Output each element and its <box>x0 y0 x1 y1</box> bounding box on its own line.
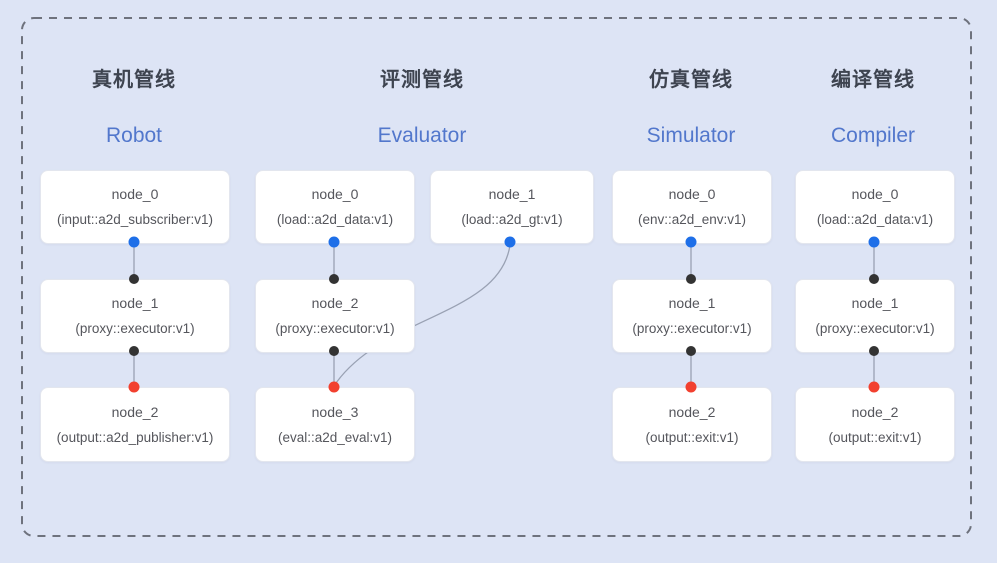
port-blue-output-icon <box>685 236 697 248</box>
node-name: node_2 <box>668 403 716 420</box>
node-box-robot-n1: node_1 (proxy::executor:v1) <box>40 279 230 353</box>
node-box-robot-n0: node_0 (input::a2d_subscriber:v1) <box>40 170 230 244</box>
port-black-input-icon <box>329 274 339 284</box>
node-box-evaluator-n1: node_1 (load::a2d_gt:v1) <box>430 170 594 244</box>
node-type: (input::a2d_subscriber:v1) <box>56 212 214 227</box>
node-name: node_1 <box>488 186 536 202</box>
node-name: node_2 <box>311 295 359 311</box>
node-name: node_1 <box>111 295 159 311</box>
node-name: node_0 <box>668 186 716 202</box>
node-type: (output::exit:v1) <box>645 429 739 445</box>
port-black-input-icon <box>869 274 879 284</box>
node-type: (env::a2d_env:v1) <box>637 212 747 227</box>
port-black-input-icon <box>129 274 139 284</box>
node-name: node_2 <box>111 403 159 420</box>
edge-evaluator-n1-n3 <box>335 244 511 384</box>
port-red-input-icon <box>868 381 880 393</box>
node-name: node_0 <box>311 186 359 202</box>
pipeline-title-en-compiler: Compiler <box>830 124 916 147</box>
pipeline-title-en-evaluator: Evaluator <box>377 124 467 147</box>
port-red-input-icon <box>685 381 697 393</box>
dashed-frame <box>21 17 972 537</box>
node-name: node_2 <box>851 403 899 420</box>
node-name: node_1 <box>668 295 716 311</box>
node-box-evaluator-n3: node_3 (eval::a2d_eval:v1) <box>255 387 415 462</box>
node-type: (proxy::executor:v1) <box>275 321 395 336</box>
port-red-input-icon <box>128 381 140 393</box>
pipeline-title-en-simulator: Simulator <box>646 124 736 147</box>
node-type: (proxy::executor:v1) <box>815 321 935 336</box>
node-type: (proxy::executor:v1) <box>75 321 195 336</box>
port-blue-output-icon <box>504 236 516 248</box>
port-blue-output-icon <box>868 236 880 248</box>
port-red-input-icon <box>328 381 340 393</box>
port-black-output-icon <box>869 346 879 356</box>
node-box-robot-n2: node_2 (output::a2d_publisher:v1) <box>40 387 230 462</box>
node-box-compiler-n2: node_2 (output::exit:v1) <box>795 387 955 462</box>
node-box-simulator-n0: node_0 (env::a2d_env:v1) <box>612 170 772 244</box>
port-black-output-icon <box>686 346 696 356</box>
node-name: node_0 <box>111 186 159 202</box>
port-black-output-icon <box>129 346 139 356</box>
node-type: (load::a2d_gt:v1) <box>461 212 563 227</box>
node-name: node_3 <box>311 403 359 420</box>
node-type: (proxy::executor:v1) <box>632 321 752 336</box>
node-type: (output::exit:v1) <box>828 429 922 445</box>
pipeline-title-cn-robot: 真机管线 <box>92 69 176 91</box>
node-box-evaluator-n0: node_0 (load::a2d_data:v1) <box>255 170 415 244</box>
port-blue-output-icon <box>128 236 140 248</box>
node-box-simulator-n2: node_2 (output::exit:v1) <box>612 387 772 462</box>
port-black-input-icon <box>686 274 696 284</box>
node-type: (load::a2d_data:v1) <box>816 212 934 227</box>
node-type: (load::a2d_data:v1) <box>276 212 394 227</box>
pipeline-title-cn-simulator: 仿真管线 <box>649 69 733 91</box>
port-black-output-icon <box>329 346 339 356</box>
node-name: node_0 <box>851 186 899 202</box>
node-name: node_1 <box>851 295 899 311</box>
node-type: (output::a2d_publisher:v1) <box>56 429 214 445</box>
node-type: (eval::a2d_eval:v1) <box>277 429 393 445</box>
pipeline-title-cn-evaluator: 评测管线 <box>380 69 464 91</box>
pipeline-title-cn-compiler: 编译管线 <box>831 69 915 91</box>
port-blue-output-icon <box>328 236 340 248</box>
pipeline-title-en-robot: Robot <box>105 124 163 147</box>
node-box-compiler-n0: node_0 (load::a2d_data:v1) <box>795 170 955 244</box>
node-box-compiler-n1: node_1 (proxy::executor:v1) <box>795 279 955 353</box>
node-box-evaluator-n2: node_2 (proxy::executor:v1) <box>255 279 415 353</box>
